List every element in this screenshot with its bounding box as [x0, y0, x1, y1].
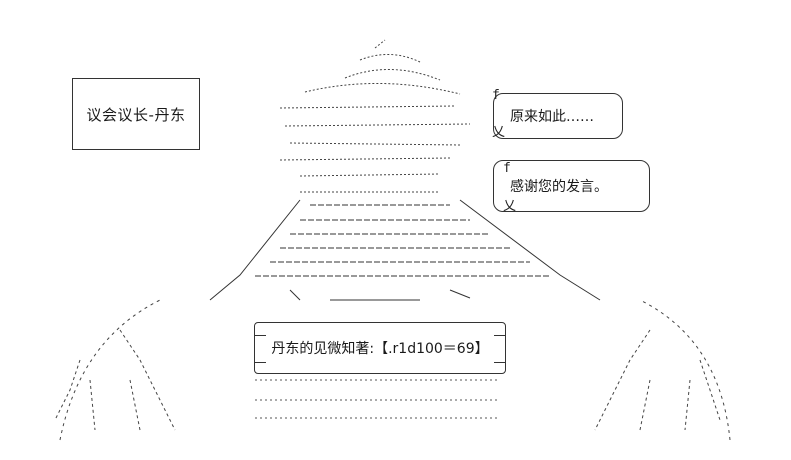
speaker-label: 议会议长-丹东: [86, 105, 186, 124]
bubble-tail-bottom-2: 乂: [503, 199, 517, 214]
bubble-tail-top-2: f: [503, 161, 511, 176]
bubble-tail-top-1: f: [492, 88, 500, 103]
roll-caption-box: 丹东的见微知著:【.r1d100＝69】: [254, 322, 506, 374]
speech-text-1: 原来如此……: [510, 109, 594, 125]
speaker-label-box: 议会议长-丹东: [72, 78, 200, 150]
speech-bubble-1: 原来如此……: [493, 93, 623, 139]
speech-text-2: 感谢您的发言。: [510, 179, 608, 195]
bubble-tail-bottom-1: 乂: [492, 125, 506, 140]
speech-bubble-2: 感谢您的发言。: [493, 160, 650, 212]
roll-caption-text: 丹东的见微知著:【.r1d100＝69】: [271, 341, 489, 357]
